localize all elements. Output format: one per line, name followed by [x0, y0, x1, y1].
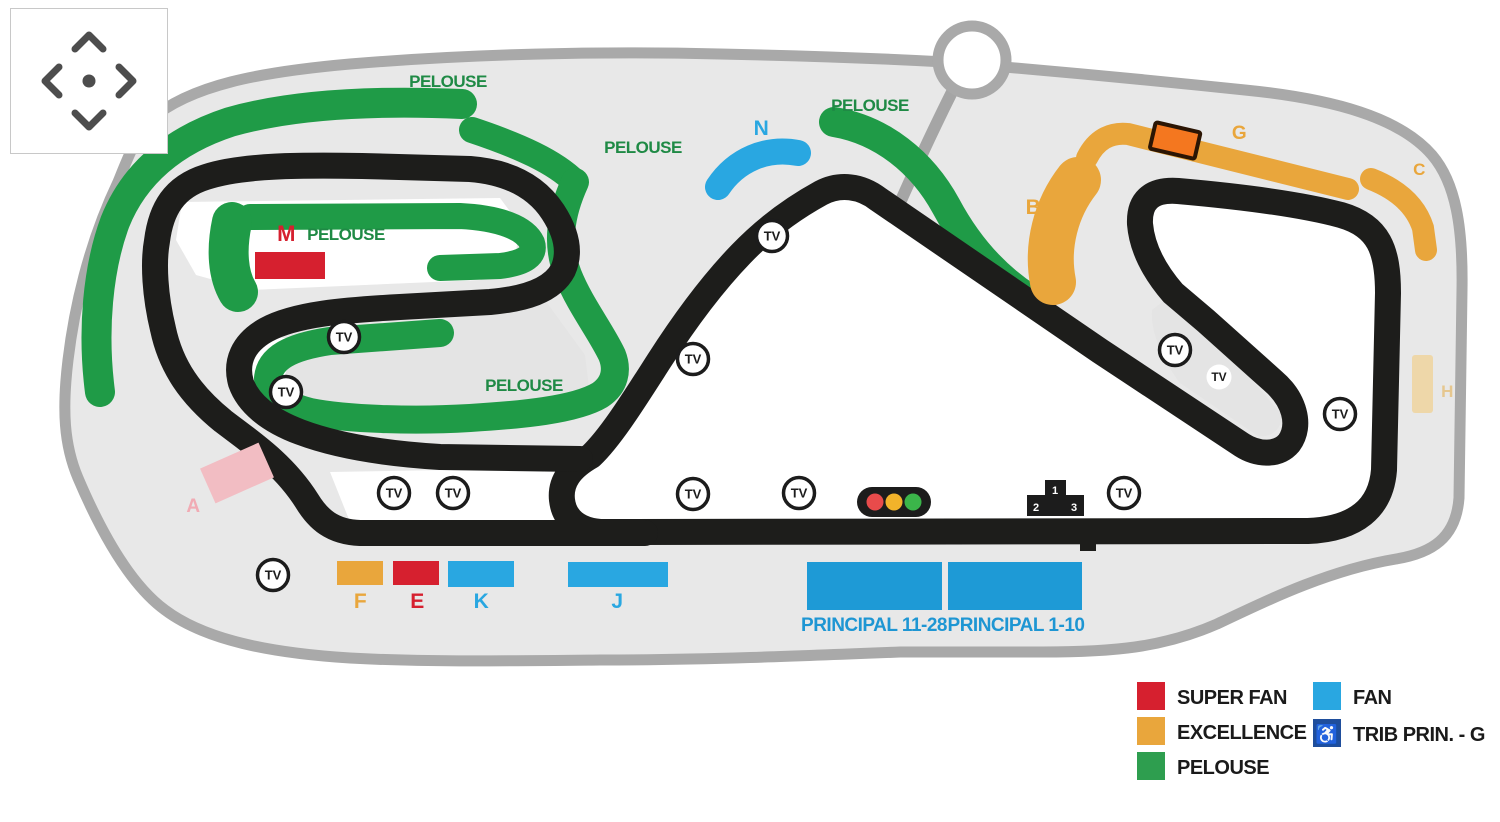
stand-H[interactable] [1412, 355, 1433, 413]
legend-label: SUPER FAN [1177, 687, 1287, 709]
legend-label: EXCELLENCE [1177, 722, 1307, 744]
stand-label-M[interactable]: M [277, 221, 295, 246]
tv-camera-marker: TV [435, 475, 471, 511]
principal-stand-label[interactable]: PRINCIPAL 11-28 [801, 615, 947, 636]
race-track-stadium-section [142, 152, 658, 546]
podium-first-place: 1 [1052, 485, 1058, 497]
svg-text:TV: TV [1167, 343, 1184, 358]
tv-camera-marker: TV [1106, 475, 1142, 511]
svg-text:TV: TV [278, 385, 295, 400]
track-infield [561, 187, 1388, 532]
pan-center-dot[interactable] [82, 74, 96, 88]
stand-F[interactable] [337, 561, 383, 585]
legend-label: TRIB PRIN. - G [1353, 724, 1485, 746]
legend-item: EXCELLENCE [1137, 717, 1307, 745]
legend-swatch [1313, 682, 1341, 710]
stand-J[interactable] [568, 562, 668, 587]
tv-camera-marker-small: TV [1206, 364, 1232, 390]
start-line-marker [1080, 540, 1096, 551]
stand-label-F[interactable]: F [354, 590, 368, 613]
stand-label-C[interactable]: C [1413, 160, 1426, 179]
selected-section-G[interactable] [1148, 120, 1203, 161]
stand-label-N[interactable]: N [754, 117, 769, 140]
stand-principal-11-28[interactable] [807, 562, 942, 610]
stand-B[interactable] [1027, 157, 1101, 305]
legend-swatch [1137, 682, 1165, 710]
stadium-gray-pocket [280, 300, 590, 418]
legend-item: SUPER FAN [1137, 682, 1288, 710]
svg-text:TV: TV [386, 486, 403, 501]
grandstands [200, 120, 1437, 610]
podium-icon: 1 2 3 [1027, 480, 1084, 516]
pelouse-stadium-river [254, 168, 629, 434]
wheelchair-icon: ♿ [1315, 723, 1339, 746]
pelouse-stadium-west [208, 202, 258, 312]
podium-second-place: 2 [1033, 502, 1039, 514]
stand-N[interactable] [705, 138, 811, 200]
svg-text:TV: TV [1211, 370, 1226, 384]
legend-label: PELOUSE [1177, 757, 1269, 779]
legend-swatch [1313, 719, 1341, 747]
stand-label-E[interactable]: E [410, 590, 425, 613]
tv-camera-marker: TV [268, 374, 304, 410]
legend-swatch [1137, 752, 1165, 780]
svg-text:TV: TV [445, 486, 462, 501]
stand-K[interactable] [448, 561, 514, 587]
stand-E[interactable] [393, 561, 439, 585]
pan-down-arrow-icon[interactable] [71, 109, 107, 131]
svg-text:TV: TV [685, 352, 702, 367]
tv-camera-marker: TV [675, 341, 711, 377]
roundabout [932, 20, 1012, 100]
stand-M[interactable] [255, 252, 325, 279]
svg-text:TV: TV [265, 568, 282, 583]
tv-camera-marker: TV [255, 557, 291, 593]
principal-stand-label[interactable]: PRINCIPAL 1-10 [948, 615, 1085, 636]
pan-left-arrow-icon[interactable] [41, 63, 63, 99]
svg-text:TV: TV [685, 487, 702, 502]
stand-label-A[interactable]: A [186, 496, 201, 517]
stand-A[interactable] [200, 442, 274, 504]
tv-camera-marker: TV [326, 319, 362, 355]
svg-text:TV: TV [791, 486, 808, 501]
pelouse-label: PELOUSE [409, 72, 487, 91]
pelouse-label: PELOUSE [604, 138, 682, 157]
stand-label-G[interactable]: G [1232, 123, 1247, 144]
tv-camera-marker: TV [781, 475, 817, 511]
pelouse-label: PELOUSE [307, 225, 385, 244]
map-pan-control [10, 8, 168, 154]
stand-label-J[interactable]: J [611, 590, 623, 613]
traffic-light-icon [857, 487, 931, 517]
pan-up-arrow-icon[interactable] [71, 31, 107, 53]
pelouse-areas[interactable] [81, 87, 1043, 434]
legend-label: FAN [1353, 687, 1392, 709]
stand-label-B[interactable]: B [1026, 196, 1042, 219]
pelouse-outer-northwest [81, 87, 477, 407]
stand-C[interactable] [1360, 168, 1437, 261]
stand-G[interactable] [1076, 122, 1359, 200]
pelouse-label: PELOUSE [485, 376, 563, 395]
stand-label-H[interactable]: H [1441, 382, 1454, 401]
svg-text:TV: TV [1332, 407, 1349, 422]
pan-right-arrow-icon[interactable] [115, 63, 137, 99]
tv-camera-marker: TV [675, 476, 711, 512]
svg-text:TV: TV [1116, 486, 1133, 501]
tv-camera-marker: TV [1157, 332, 1193, 368]
stand-principal-1-10[interactable] [948, 562, 1082, 610]
legend-item: ♿ TRIB PRIN. - G [1313, 719, 1485, 747]
legend-item: PELOUSE [1137, 752, 1270, 780]
legend-swatch [1137, 717, 1165, 745]
pelouse-label: PELOUSE [831, 96, 909, 115]
legend-item: FAN [1313, 682, 1392, 710]
tv-camera-marker: TV [754, 218, 790, 254]
podium-third-place: 3 [1071, 502, 1077, 514]
pelouse-stadium-top [237, 203, 546, 281]
svg-text:TV: TV [336, 330, 353, 345]
stand-label-K[interactable]: K [474, 590, 490, 613]
race-track-main-loop [548, 174, 1401, 545]
tv-camera-marker: TV [1322, 396, 1358, 432]
tv-camera-marker: TV [376, 475, 412, 511]
svg-text:TV: TV [764, 229, 781, 244]
